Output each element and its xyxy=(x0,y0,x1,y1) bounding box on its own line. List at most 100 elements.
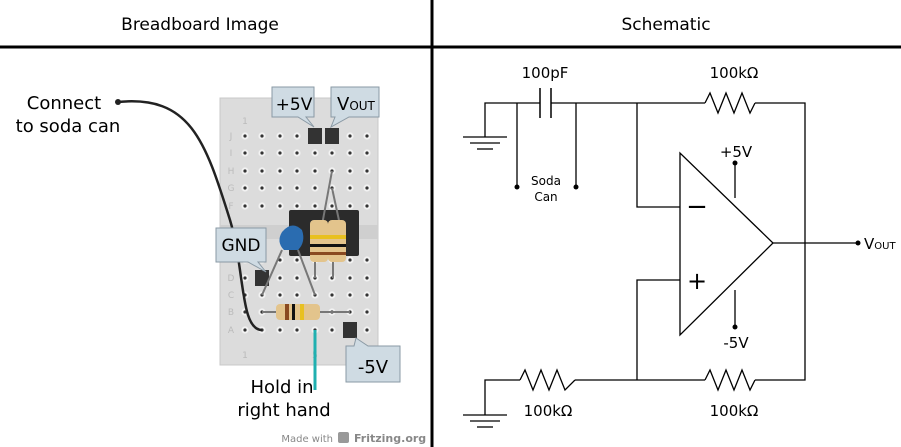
label-gnd: GND xyxy=(222,236,261,256)
fritzing-logo-icon xyxy=(338,432,349,443)
breadboard-hole xyxy=(363,167,371,175)
breadboard-hole xyxy=(346,256,354,264)
breadboard-hole xyxy=(363,184,371,192)
label-minus5: -5V xyxy=(358,357,389,378)
breadboard-hole xyxy=(241,167,249,175)
pin-minus5 xyxy=(343,322,357,338)
hold-label: Hold in xyxy=(250,377,313,398)
breadboard-hole xyxy=(276,184,284,192)
r-feedback-label: 100kΩ xyxy=(710,64,759,82)
breadboard-hole xyxy=(276,149,284,157)
pin-plus5 xyxy=(308,128,322,144)
plus-supply-label: +5V xyxy=(720,143,753,161)
row-label: F xyxy=(228,202,233,212)
row-label: I xyxy=(230,149,233,159)
breadboard-hole xyxy=(241,202,249,210)
capacitor-symbol xyxy=(539,88,552,118)
schematic-wires xyxy=(484,102,858,415)
breadboard-hole xyxy=(363,291,371,299)
breadboard-hole xyxy=(293,326,301,334)
fritzing-brand: Fritzing.org xyxy=(354,432,426,445)
breadboard-hole xyxy=(346,202,354,210)
cap-label: 100pF xyxy=(522,64,569,82)
callout-vout: VOUT xyxy=(330,86,380,129)
minus-supply-label: -5V xyxy=(723,334,749,352)
breadboard-hole xyxy=(293,184,301,192)
breadboard-hole xyxy=(328,291,336,299)
breadboard-hole xyxy=(311,184,319,192)
plus-input-sign: + xyxy=(687,267,707,295)
breadboard-hole xyxy=(328,149,336,157)
row-label: H xyxy=(228,167,235,177)
breadboard-hole xyxy=(346,184,354,192)
soda-can-wire xyxy=(117,100,263,332)
breadboard-hole xyxy=(311,202,319,210)
component-leads xyxy=(261,170,350,313)
breadboard-hole xyxy=(241,274,249,282)
breadboard-hole xyxy=(363,274,371,282)
breadboard-hole xyxy=(346,291,354,299)
hold-label: right hand xyxy=(237,400,330,421)
breadboard-hole xyxy=(363,326,371,334)
r-input-label: 100kΩ xyxy=(524,402,573,420)
callout-plus5: +5V xyxy=(271,86,315,128)
breadboard-hole xyxy=(346,167,354,175)
resistor-vertical-2 xyxy=(328,220,346,262)
row-label: C xyxy=(228,291,234,301)
ground-symbol-top xyxy=(463,136,507,150)
row-label: G xyxy=(228,184,235,194)
label-vout: VOUT xyxy=(337,94,376,115)
breadboard-hole xyxy=(241,184,249,192)
capacitor xyxy=(279,225,304,250)
row-label: A xyxy=(228,326,235,336)
breadboard-hole xyxy=(276,132,284,140)
breadboard-hole xyxy=(346,132,354,140)
op-amp-symbol xyxy=(679,151,774,337)
breadboard-hole xyxy=(241,326,249,334)
breadboard-hole xyxy=(293,256,301,264)
soda-label: Soda xyxy=(531,174,561,188)
breadboard-hole xyxy=(293,202,301,210)
breadboard-hole xyxy=(363,308,371,316)
r-ground-label: 100kΩ xyxy=(710,402,759,420)
breadboard-hole xyxy=(293,149,301,157)
col-label: 1 xyxy=(242,117,248,127)
resistor-input-symbol xyxy=(519,368,576,392)
minus-input-sign: − xyxy=(686,192,708,222)
breadboard-hole xyxy=(276,202,284,210)
breadboard-hole xyxy=(276,291,284,299)
resistor-feedback-symbol xyxy=(704,91,756,115)
label-plus5: +5V xyxy=(276,95,313,115)
breadboard-hole xyxy=(363,202,371,210)
junction-dots xyxy=(514,160,861,330)
breadboard-hole xyxy=(293,274,301,282)
breadboard-hole xyxy=(311,149,319,157)
row-label: D xyxy=(228,274,235,284)
breadboard-hole xyxy=(293,132,301,140)
header-schematic-title: Schematic xyxy=(621,15,710,35)
breadboard-hole xyxy=(258,167,266,175)
made-with-text: Made with xyxy=(281,434,333,445)
breadboard-hole xyxy=(346,149,354,157)
breadboard-hole xyxy=(241,132,249,140)
breadboard-hole xyxy=(293,291,301,299)
header-breadboard-title: Breadboard Image xyxy=(121,15,279,35)
breadboard-hole xyxy=(276,167,284,175)
pin-vout xyxy=(325,128,339,144)
resistor-horizontal xyxy=(276,304,320,320)
breadboard-panel: J I H G F D C B A 1 1 5 xyxy=(16,86,426,445)
can-label: Can xyxy=(534,190,557,204)
breadboard-hole xyxy=(328,202,336,210)
breadboard-hole xyxy=(293,167,301,175)
breadboard-hole xyxy=(241,149,249,157)
breadboard-hole xyxy=(363,256,371,264)
breadboard-hole xyxy=(311,167,319,175)
ground-symbol-bottom xyxy=(463,414,507,428)
callout-minus5: -5V xyxy=(345,337,401,383)
breadboard-hole xyxy=(258,202,266,210)
connect-label: to soda can xyxy=(16,116,121,137)
callout-gnd: GND xyxy=(215,227,267,273)
resistor-vertical-1 xyxy=(310,220,328,262)
